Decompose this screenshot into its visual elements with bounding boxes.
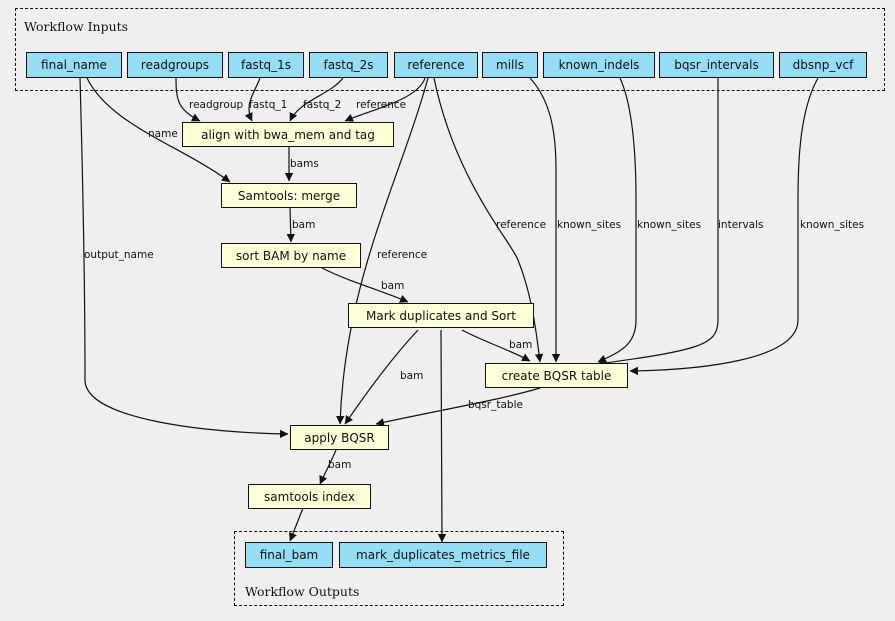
edge-mills-bqsr	[529, 77, 561, 363]
input-mills[interactable]: mills	[482, 52, 538, 78]
edge-final_name-apply	[79, 77, 289, 439]
step-merge[interactable]: Samtools: merge	[221, 183, 357, 208]
edge-fastq1-align	[244, 77, 261, 122]
step-apply-bqsr[interactable]: apply BQSR	[290, 425, 389, 450]
input-dbsnp-vcf[interactable]: dbsnp_vcf	[779, 52, 867, 78]
edge-markdup-apply	[344, 329, 419, 425]
edge-label-bams: bams	[290, 158, 319, 170]
edge-final_name-merge	[86, 77, 231, 183]
edge-sort-markdup	[321, 267, 409, 303]
edge-bqsr-apply	[375, 387, 541, 427]
input-fastq-1s[interactable]: fastq_1s	[228, 52, 304, 78]
edge-label-readgroup: readgroup	[189, 99, 244, 111]
edge-label-intervals: intervals	[718, 219, 764, 231]
input-known-indels[interactable]: known_indels	[543, 52, 655, 78]
input-bqsr-intervals[interactable]: bqsr_intervals	[659, 52, 774, 78]
workflow-inputs-cluster: Workflow Inputs	[15, 8, 885, 91]
edge-apply-index	[319, 449, 337, 485]
workflow-outputs-cluster: Workflow Outputs	[234, 531, 564, 606]
edge-index-finalbam	[289, 507, 304, 542]
step-align[interactable]: align with bwa_mem and tag	[182, 122, 394, 147]
step-samtools-index[interactable]: samtools index	[248, 484, 371, 509]
edge-label-sort-bam: bam	[381, 280, 405, 292]
edge-reference-bqsr	[433, 77, 544, 363]
edge-label-reference-apply: reference	[377, 249, 428, 261]
edge-reference-apply	[336, 77, 429, 425]
step-mark-duplicates[interactable]: Mark duplicates and Sort	[348, 303, 534, 328]
edge-label-known-sites-mills: known_sites	[557, 219, 622, 231]
edge-readgroups-align	[175, 77, 201, 122]
output-mark-duplicates-metrics-file[interactable]: mark_duplicates_metrics_file	[339, 542, 547, 568]
input-reference[interactable]: reference	[394, 52, 478, 78]
workflow-inputs-label: Workflow Inputs	[24, 19, 129, 34]
workflow-outputs-label: Workflow Outputs	[245, 584, 360, 599]
edge-markdup-metrics	[437, 329, 447, 543]
edge-dbsnp-bqsr	[629, 77, 819, 376]
edge-known_indels-bqsr	[597, 77, 637, 363]
input-readgroups[interactable]: readgroups	[127, 52, 223, 78]
edge-reference-align	[344, 77, 426, 122]
edge-fastq2-align	[289, 77, 344, 122]
edge-label-name: name	[148, 128, 178, 140]
output-final-bam[interactable]: final_bam	[245, 542, 333, 568]
edge-label-merge-bam: bam	[292, 219, 316, 231]
edge-label-markdup-apply-bam: bam	[400, 370, 424, 382]
edge-label-fastq-2: fastq_2	[303, 99, 342, 111]
edge-label-fastq-1: fastq_1	[249, 99, 288, 111]
edge-merge-sort	[286, 207, 295, 243]
edge-label-known-sites-dbsnp: known_sites	[800, 219, 865, 231]
edge-label-bqsr-table: bqsr_table	[468, 399, 523, 411]
edge-label-known-sites-indels: known_sites	[637, 219, 702, 231]
edge-markdup-bqsr	[461, 329, 531, 362]
step-sort[interactable]: sort BAM by name	[221, 243, 361, 268]
input-fastq-2s[interactable]: fastq_2s	[309, 52, 388, 78]
step-create-bqsr-table[interactable]: create BQSR table	[485, 363, 628, 388]
edge-label-reference-align: reference	[356, 99, 407, 111]
edge-intervals-bqsr	[597, 78, 719, 368]
input-final-name[interactable]: final_name	[26, 52, 122, 78]
edge-label-reference-bqsr: reference	[496, 219, 547, 231]
edge-label-apply-bam: bam	[328, 459, 352, 471]
edge-label-markdup-bqsr-bam: bam	[509, 339, 533, 351]
edge-label-output-name: output_name	[84, 249, 154, 261]
